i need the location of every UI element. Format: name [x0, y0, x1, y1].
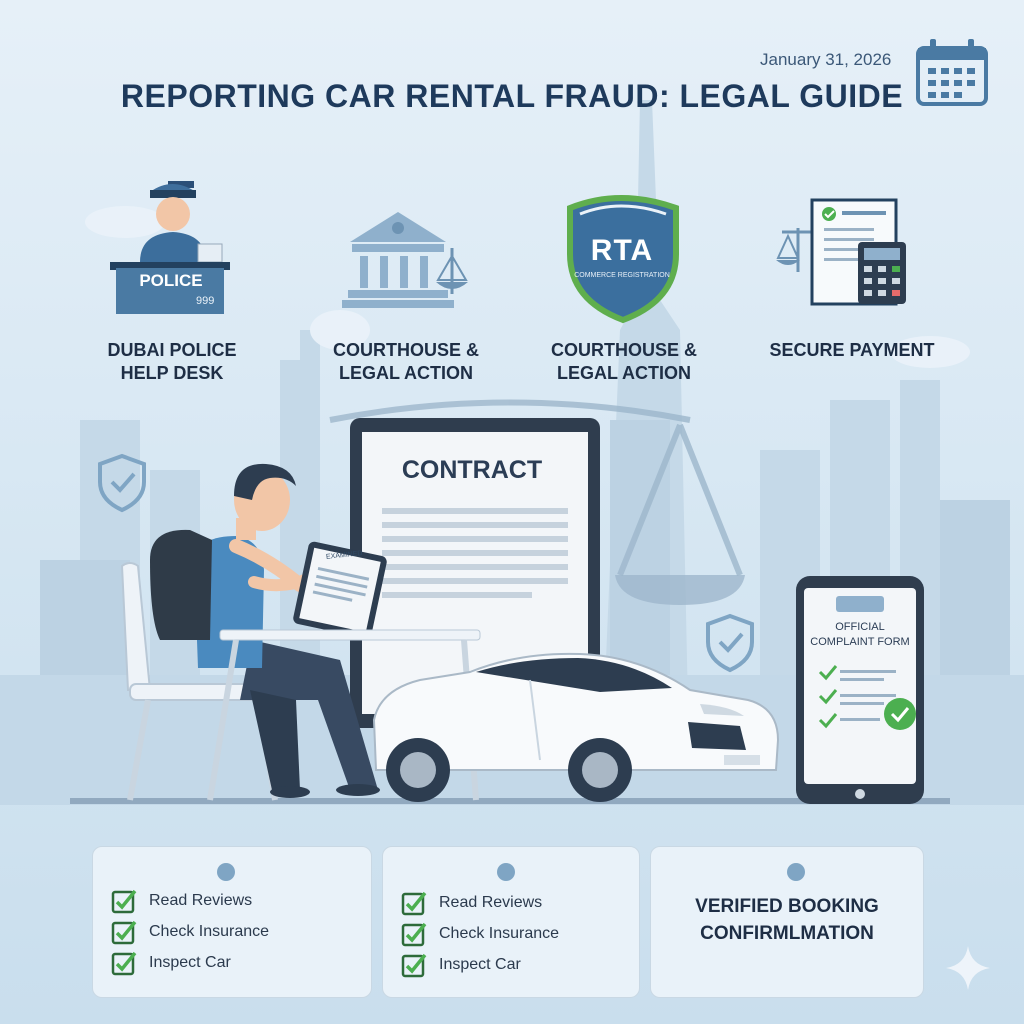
checkbox-checked-icon — [111, 889, 137, 914]
contract-title: CONTRACT — [401, 456, 543, 484]
page-title: REPORTING CAR RENTAL FRAUD: LEGAL GUIDE — [120, 78, 904, 114]
checkbox-checked-icon — [111, 920, 137, 945]
courthouse-icon — [342, 212, 468, 308]
calendar-icon — [916, 39, 988, 106]
tips-card-2: Read Reviews Check Insurance Inspect Car — [382, 846, 640, 998]
car-illustration — [372, 652, 780, 802]
police-sign: POLICE — [139, 271, 203, 290]
checklist-item-label: Check Insurance — [149, 923, 270, 940]
checkbox-checked-icon — [401, 953, 427, 978]
feature-label-courthouse: COURTHOUSE & LEGAL ACTION — [332, 340, 479, 383]
checklist-item-label: Check Insurance — [439, 925, 560, 942]
checklist-item-label: Inspect Car — [439, 956, 521, 973]
tips-card-1: Read Reviews Check Insurance Inspect Car — [92, 846, 372, 998]
verified-booking-title: VERIFIED BOOKING CONFIRMLMATION — [695, 896, 879, 944]
checklist-item-label: Read Reviews — [149, 892, 253, 909]
checkbox-checked-icon — [111, 951, 137, 976]
card-dot-icon — [497, 863, 515, 881]
date-label: January 31, 2026 — [760, 50, 892, 69]
checklist-item-label: Inspect Car — [149, 954, 231, 971]
rta-shield-icon — [567, 195, 679, 324]
checklist-item: Read Reviews — [401, 889, 542, 917]
rta-logo-text: RTA — [590, 234, 654, 267]
feature-label-rta: COURTHOUSE & LEGAL ACTION — [550, 340, 697, 383]
checklist-item: Inspect Car — [401, 951, 521, 979]
rta-logo-subtext: COMMERCE REGISTRATION — [574, 272, 670, 279]
scales-of-justice-icon — [329, 399, 743, 577]
phone-complaint-form — [796, 576, 924, 804]
checkbox-checked-icon — [401, 891, 427, 916]
feature-label-police: DUBAI POLICE HELP DESK — [107, 340, 237, 383]
checklist-item: Check Insurance — [111, 918, 269, 946]
secure-payment-icon — [776, 198, 906, 306]
feature-label-payment: SECURE PAYMENT — [769, 340, 935, 360]
police-desk-icon — [110, 181, 230, 314]
card-dot-icon — [217, 863, 235, 881]
sparkle-icon — [946, 946, 990, 990]
checklist-item-label: Read Reviews — [439, 894, 543, 911]
checklist-item: Read Reviews — [111, 887, 252, 915]
card-dot-icon — [787, 863, 805, 881]
checklist-item: Inspect Car — [111, 949, 231, 977]
checkbox-checked-icon — [401, 922, 427, 947]
verified-booking-card: VERIFIED BOOKING CONFIRMLMATION — [650, 846, 924, 998]
police-number: 999 — [196, 295, 215, 307]
complaint-form-title: OFFICIAL COMPLAINT FORM — [810, 621, 910, 648]
checklist-item: Check Insurance — [401, 920, 559, 948]
